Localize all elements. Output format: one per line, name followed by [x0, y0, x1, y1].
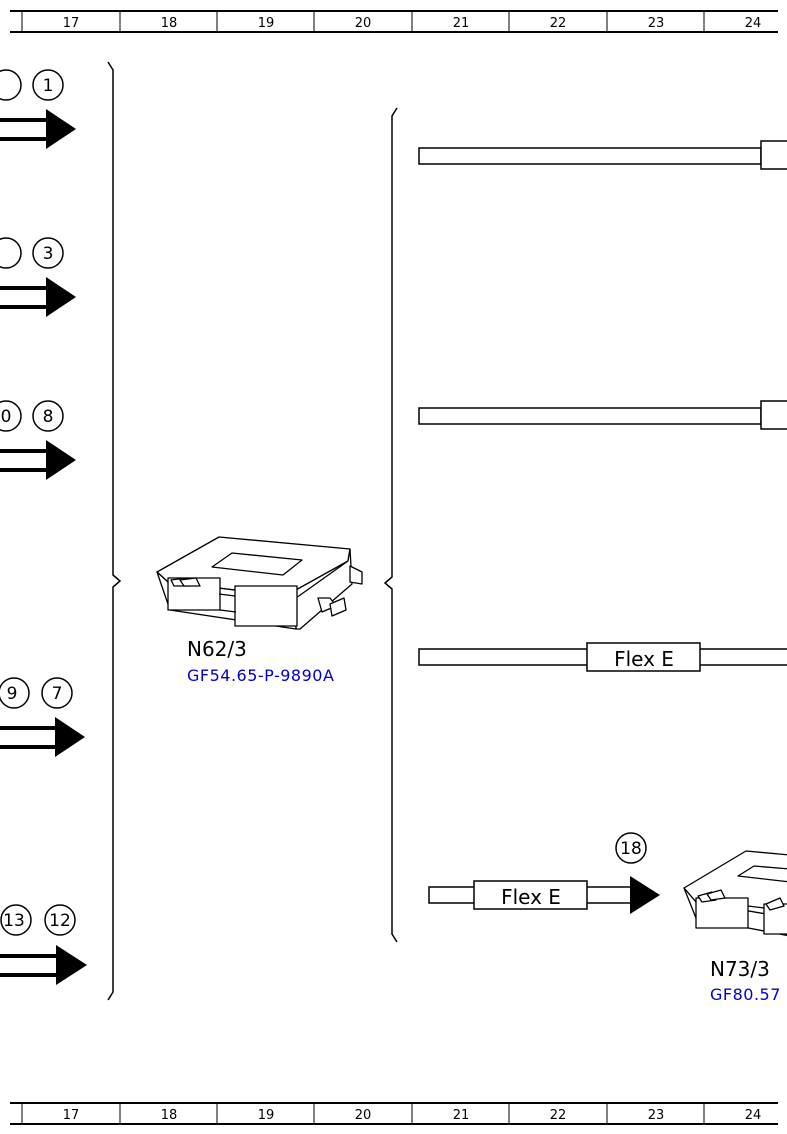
connector-circle — [32, 237, 64, 269]
connector-partial-number: 13 — [3, 911, 25, 931]
arrow-head-icon — [56, 945, 87, 985]
arrow-shaft-top — [0, 726, 57, 730]
ruler-bottom-col-23: 23 — [648, 1108, 665, 1123]
control-unit-icon — [156, 536, 363, 630]
flex-e-label: Flex E — [501, 885, 561, 909]
connector-arrow-3[interactable]: 3 — [0, 237, 76, 317]
ruler-bottom-col-22: 22 — [550, 1108, 567, 1123]
connector-arrow-12[interactable]: 13 12 — [0, 904, 87, 985]
arrow-shaft-top — [0, 118, 48, 122]
arrow-shaft-bottom — [0, 745, 57, 749]
arrow-shaft-bottom — [0, 973, 58, 977]
component-reference-link[interactable]: GF54.65-P-9890A — [187, 666, 334, 685]
connector-number: 3 — [43, 244, 54, 264]
top-ruler: 17 18 19 20 21 22 23 24 — [10, 10, 778, 33]
bus-line-3: Flex E — [418, 642, 787, 672]
ruler-top-col-18: 18 — [161, 16, 178, 31]
ruler-bottom-col-17: 17 — [63, 1108, 80, 1123]
component-name: N73/3 — [710, 957, 770, 981]
connector-number: 18 — [620, 839, 642, 859]
connector-number: 7 — [52, 684, 63, 704]
connector-arrow-1[interactable]: 1 — [0, 69, 76, 149]
flex-e-label-box — [473, 880, 588, 910]
bus-terminal — [760, 140, 787, 170]
connector-circle — [41, 677, 73, 709]
control-unit-icon — [683, 850, 787, 937]
ruler-bottom-col-20: 20 — [355, 1108, 372, 1123]
connector-circle — [44, 904, 76, 936]
arrow-head-icon — [630, 876, 660, 914]
right-brace — [383, 107, 398, 943]
arrow-shaft-bottom — [0, 305, 48, 309]
connector-number: 8 — [43, 407, 54, 427]
connector-partial-number: 0 — [1, 407, 12, 427]
arrow-shaft-top — [0, 954, 58, 958]
bus-line-2 — [418, 400, 787, 430]
connector-number: 1 — [43, 76, 54, 96]
bus-line-4: Flex E — [428, 876, 660, 914]
ruler-bottom-col-24: 24 — [745, 1108, 762, 1123]
ruler-top-col-17: 17 — [63, 16, 80, 31]
arrow-head-icon — [46, 440, 76, 480]
arrow-shaft-top — [0, 286, 48, 290]
arrow-shaft-bottom — [0, 468, 48, 472]
left-brace — [107, 61, 122, 1001]
component-reference-link[interactable]: GF80.57 — [710, 985, 781, 1004]
ruler-top-col-19: 19 — [258, 16, 275, 31]
ruler-top-col-20: 20 — [355, 16, 372, 31]
arrow-head-icon — [46, 277, 76, 317]
ruler-top-col-23: 23 — [648, 16, 665, 31]
connector-circle — [32, 400, 64, 432]
component-name: N62/3 — [187, 637, 247, 661]
connector-circle — [615, 832, 647, 864]
connector-arrow-7[interactable]: 9 7 — [0, 677, 85, 757]
ruler-top-col-24: 24 — [745, 16, 762, 31]
arrow-head-icon — [46, 109, 76, 149]
bus-line-1 — [418, 140, 787, 170]
arrow-shaft-bottom — [0, 137, 48, 141]
bus-terminal — [760, 400, 787, 430]
arrow-head-icon — [55, 717, 85, 757]
flex-e-label-box — [586, 642, 701, 672]
connector-partial-number: 9 — [7, 684, 18, 704]
flex-e-label: Flex E — [614, 647, 674, 671]
connector-arrow-8[interactable]: 0 8 — [0, 400, 76, 480]
ruler-top-col-22: 22 — [550, 16, 567, 31]
control-unit-n62-3[interactable]: N62/3 GF54.65-P-9890A — [156, 536, 363, 685]
ruler-top-col-21: 21 — [453, 16, 470, 31]
ruler-bottom-col-19: 19 — [258, 1108, 275, 1123]
ruler-bottom-col-18: 18 — [161, 1108, 178, 1123]
connector-18[interactable]: 18 — [615, 832, 647, 864]
arrow-shaft-top — [0, 449, 48, 453]
connector-circle — [32, 69, 64, 101]
ruler-bottom-col-21: 21 — [453, 1108, 470, 1123]
connector-number: 12 — [49, 911, 71, 931]
bottom-ruler: 17 18 19 20 21 22 23 24 — [10, 1102, 778, 1125]
control-unit-n73-3[interactable]: N73/3 GF80.57 — [683, 850, 787, 1004]
